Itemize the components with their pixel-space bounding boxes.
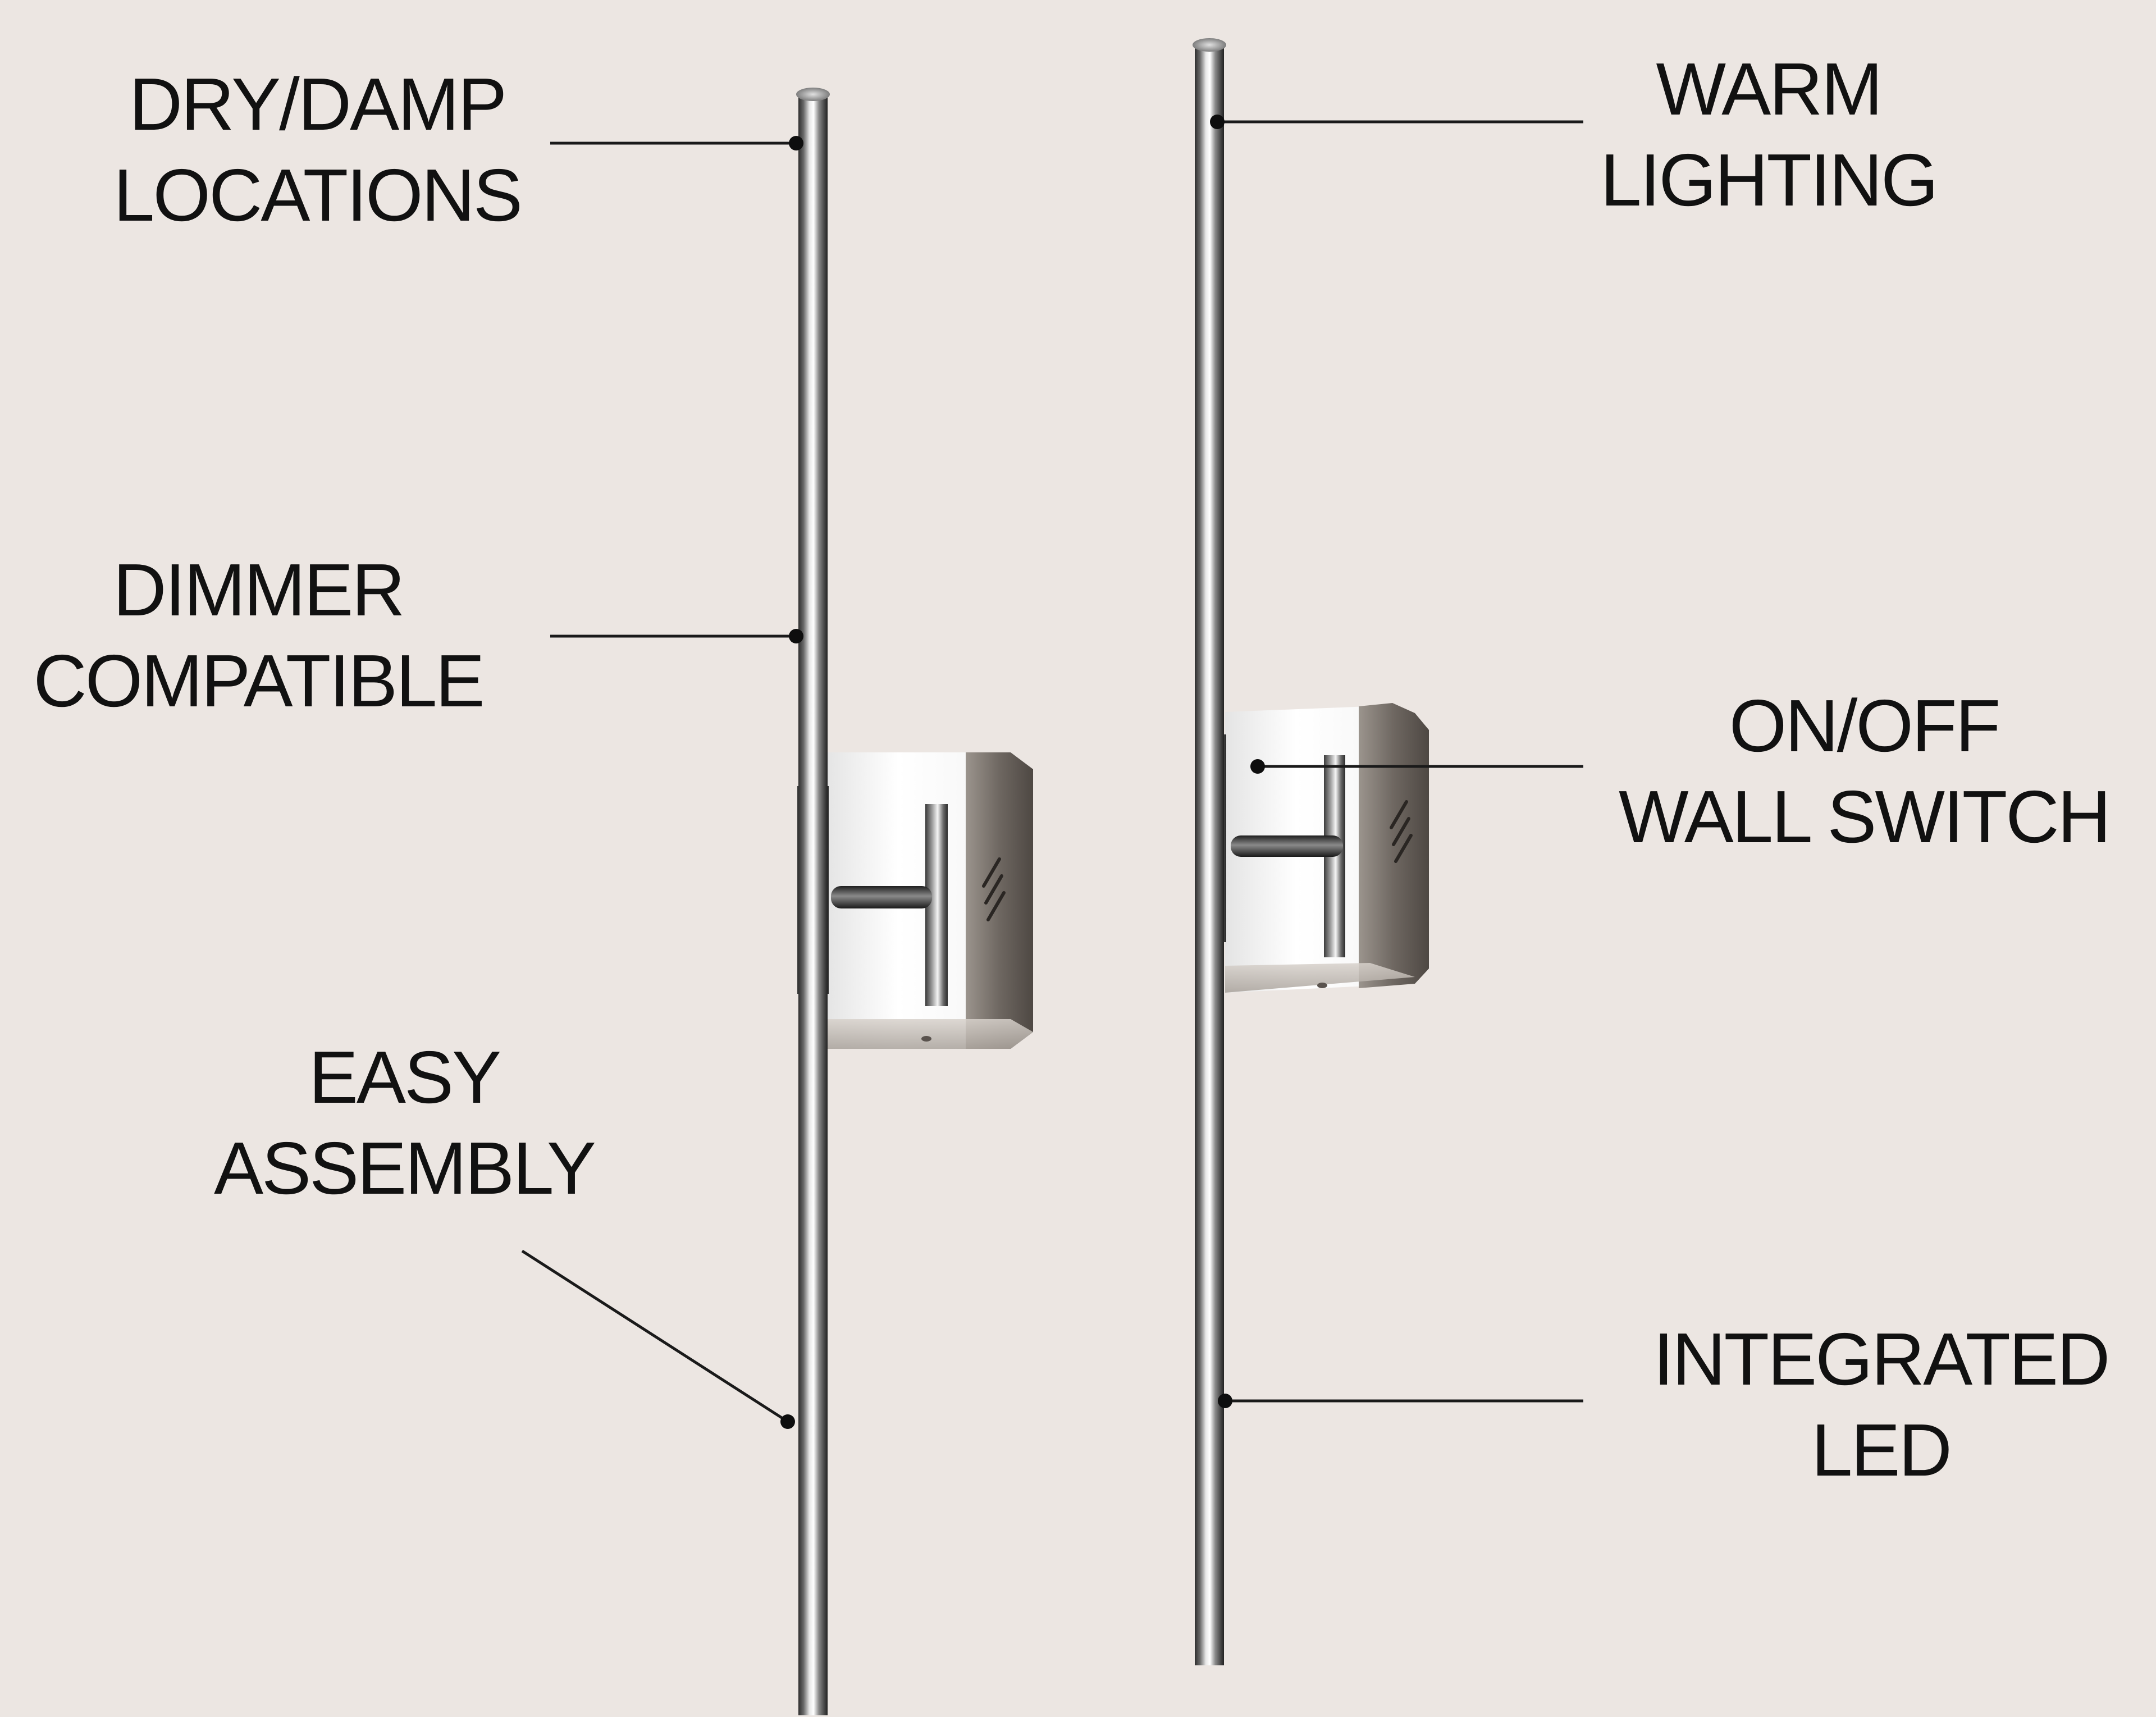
left-rod-cap — [796, 88, 830, 101]
label-warm-line1: WARM — [1656, 48, 1883, 130]
label-switch-line2: WALL SWITCH — [1619, 775, 2111, 858]
dot-led — [1218, 1394, 1232, 1408]
label-dry-damp-line2: LOCATIONS — [113, 154, 523, 236]
right-wall-plate — [1225, 703, 1429, 993]
label-on-off-wall-switch: ON/OFF WALL SWITCH — [1606, 681, 2122, 862]
right-light-rod — [1195, 43, 1224, 1665]
label-warm-line2: LIGHTING — [1600, 139, 1938, 221]
left-wall-plate — [825, 752, 1033, 1049]
leader-dots — [780, 115, 1265, 1429]
dot-dimmer — [789, 629, 803, 643]
right-sconce — [1193, 38, 1429, 1665]
label-assembly-line2: ASSEMBLY — [214, 1127, 596, 1209]
right-rod-cap — [1193, 38, 1226, 52]
label-dimmer-line2: COMPATIBLE — [33, 640, 485, 722]
leader-lines — [521, 120, 1583, 1422]
dot-warm — [1210, 115, 1225, 129]
label-dimmer-line1: DIMMER — [113, 549, 405, 631]
label-dry-damp-line1: DRY/DAMP — [129, 63, 507, 145]
label-dimmer-compatible: DIMMER COMPATIBLE — [11, 545, 505, 727]
label-integrated-led: INTEGRATED LED — [1628, 1314, 2134, 1496]
label-led-line1: INTEGRATED — [1653, 1318, 2111, 1400]
label-dry-damp-locations: DRY/DAMP LOCATIONS — [95, 59, 539, 241]
dot-assembly — [780, 1414, 795, 1429]
leader-assembly — [521, 1249, 787, 1422]
dot-switch — [1250, 759, 1265, 774]
label-warm-lighting: WARM LIGHTING — [1572, 44, 1965, 226]
left-light-rod — [798, 93, 828, 1715]
left-sconce — [796, 88, 1033, 1715]
label-led-line2: LED — [1811, 1409, 1952, 1491]
label-assembly-line1: EASY — [308, 1036, 501, 1118]
label-easy-assembly: EASY ASSEMBLY — [197, 1032, 612, 1214]
dot-dry-damp — [789, 136, 803, 150]
label-switch-line1: ON/OFF — [1729, 684, 2001, 767]
